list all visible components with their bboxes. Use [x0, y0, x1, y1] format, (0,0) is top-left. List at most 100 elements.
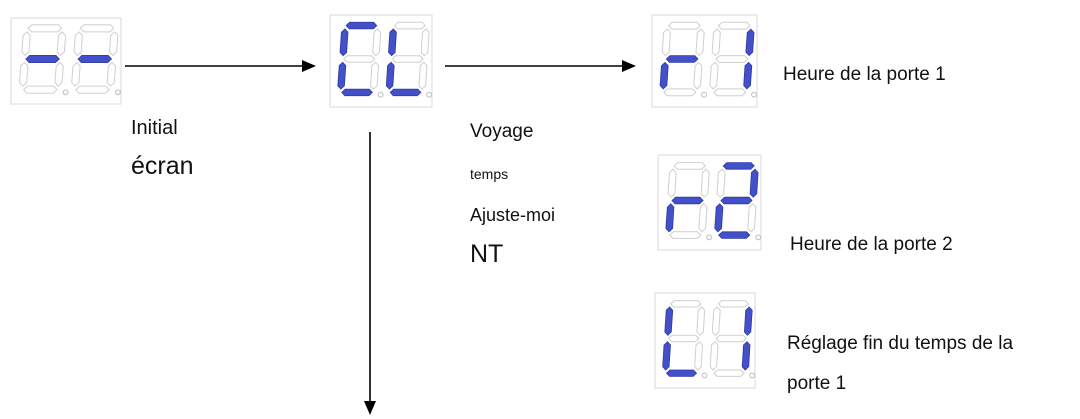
segment-b-on [745, 28, 755, 57]
segment-f-off [661, 28, 671, 57]
segment-g-on [720, 196, 753, 205]
travel-time-label-line1: Voyage [470, 121, 534, 142]
segment-e-on [659, 61, 669, 90]
displays-layer [10, 14, 762, 389]
travel-time-label-line4: NT [470, 240, 504, 268]
segment-e-on [665, 203, 675, 233]
segment-f-on [339, 28, 349, 57]
segment-c-off [747, 203, 757, 233]
digit-2 [709, 21, 757, 98]
initial-screen-label-line1: Initial [131, 117, 178, 139]
digit-2 [709, 300, 755, 379]
segment-a-off [673, 162, 707, 170]
segment-g-off [343, 55, 376, 63]
segment-b-off [372, 28, 382, 57]
digit-1 [665, 162, 712, 241]
seven-segment-display-cl [329, 14, 433, 108]
door1-time-label: Heure de la porte 1 [783, 64, 946, 85]
segment-d-on [665, 369, 698, 377]
segment-g-on [25, 55, 60, 63]
segment-c-off [698, 203, 708, 233]
segment-c-off [106, 61, 117, 87]
segment-g-off [715, 55, 749, 63]
segment-d-on [718, 231, 751, 239]
segment-b-on [749, 168, 759, 198]
decimal-point [706, 234, 712, 241]
segment-a-off [79, 24, 115, 33]
segment-f-off [716, 168, 726, 198]
digit-1 [18, 24, 69, 96]
segment-e-off [18, 61, 29, 87]
segment-b-off [420, 28, 430, 57]
segment-b-on [743, 306, 753, 336]
travel-time-label-line2: temps [470, 166, 509, 182]
segment-b-off [696, 306, 706, 337]
segment-d-off [75, 85, 110, 94]
seven-segment-display-r2 [657, 154, 762, 251]
segment-a-off [717, 300, 750, 308]
seven-segment-display-l1 [654, 292, 756, 389]
segment-b-off [56, 31, 67, 57]
segment-g-on [671, 196, 704, 205]
seven-segment-display-r1 [651, 14, 758, 108]
segment-d-on [389, 88, 422, 97]
decimal-point [701, 91, 707, 98]
segment-d-off [713, 369, 745, 377]
segment-c-off [54, 61, 64, 87]
door2-time-label: Heure de la porte 2 [790, 234, 953, 255]
decimal-point [749, 372, 755, 379]
travel-time-label-line3: Ajuste-moi [470, 205, 556, 225]
segment-g-on [77, 55, 113, 63]
segment-e-off [709, 340, 719, 371]
arrows [125, 60, 636, 415]
seven-segment-display-initial [10, 17, 122, 105]
segment-c-off [369, 61, 380, 90]
segment-f-on [664, 306, 674, 336]
segment-e-on [337, 61, 347, 90]
segment-a-on [345, 21, 378, 30]
decimal-point [755, 234, 761, 241]
segment-c-off [418, 61, 428, 90]
segment-c-on [741, 341, 751, 371]
segment-a-off [393, 21, 426, 30]
segment-b-off [108, 31, 119, 57]
segment-a-off [717, 21, 751, 30]
fine-adjust-label-line1: Réglage fin du temps de la [787, 333, 1014, 354]
segment-e-on [385, 61, 395, 90]
digit-2 [714, 162, 761, 241]
segment-f-off [711, 28, 721, 57]
decimal-point [426, 91, 433, 98]
initial-screen-label-line2: écran [131, 152, 194, 180]
digit-2 [385, 21, 433, 98]
segment-a-off [27, 24, 63, 33]
digit-1 [662, 300, 708, 379]
arrow-initial-to-cl [125, 60, 316, 72]
segment-c-off [694, 340, 704, 371]
decimal-point [701, 372, 708, 379]
fine-adjust-label-line2: porte 1 [787, 373, 847, 394]
segment-e-on [714, 203, 724, 233]
segment-d-on [341, 88, 373, 97]
segment-f-off [667, 168, 677, 198]
segment-g-off [667, 334, 700, 343]
segment-d-off [669, 231, 702, 239]
segment-e-off [71, 61, 81, 87]
segment-c-off [693, 61, 703, 90]
segment-g-on [665, 55, 699, 63]
segment-a-off [667, 21, 701, 30]
segment-d-off [713, 88, 747, 97]
digit-1 [659, 21, 707, 98]
segment-e-on [662, 341, 671, 371]
segment-d-off [663, 88, 697, 97]
segment-f-off [73, 31, 83, 57]
segment-f-on [388, 28, 397, 57]
decimal-point [751, 91, 757, 98]
digit-1 [337, 21, 384, 98]
digit-2 [71, 24, 121, 96]
segment-e-off [709, 61, 719, 90]
segment-g-off [391, 55, 424, 63]
segment-g-off [715, 334, 747, 343]
decimal-point [62, 89, 69, 96]
segment-b-off [700, 168, 710, 198]
